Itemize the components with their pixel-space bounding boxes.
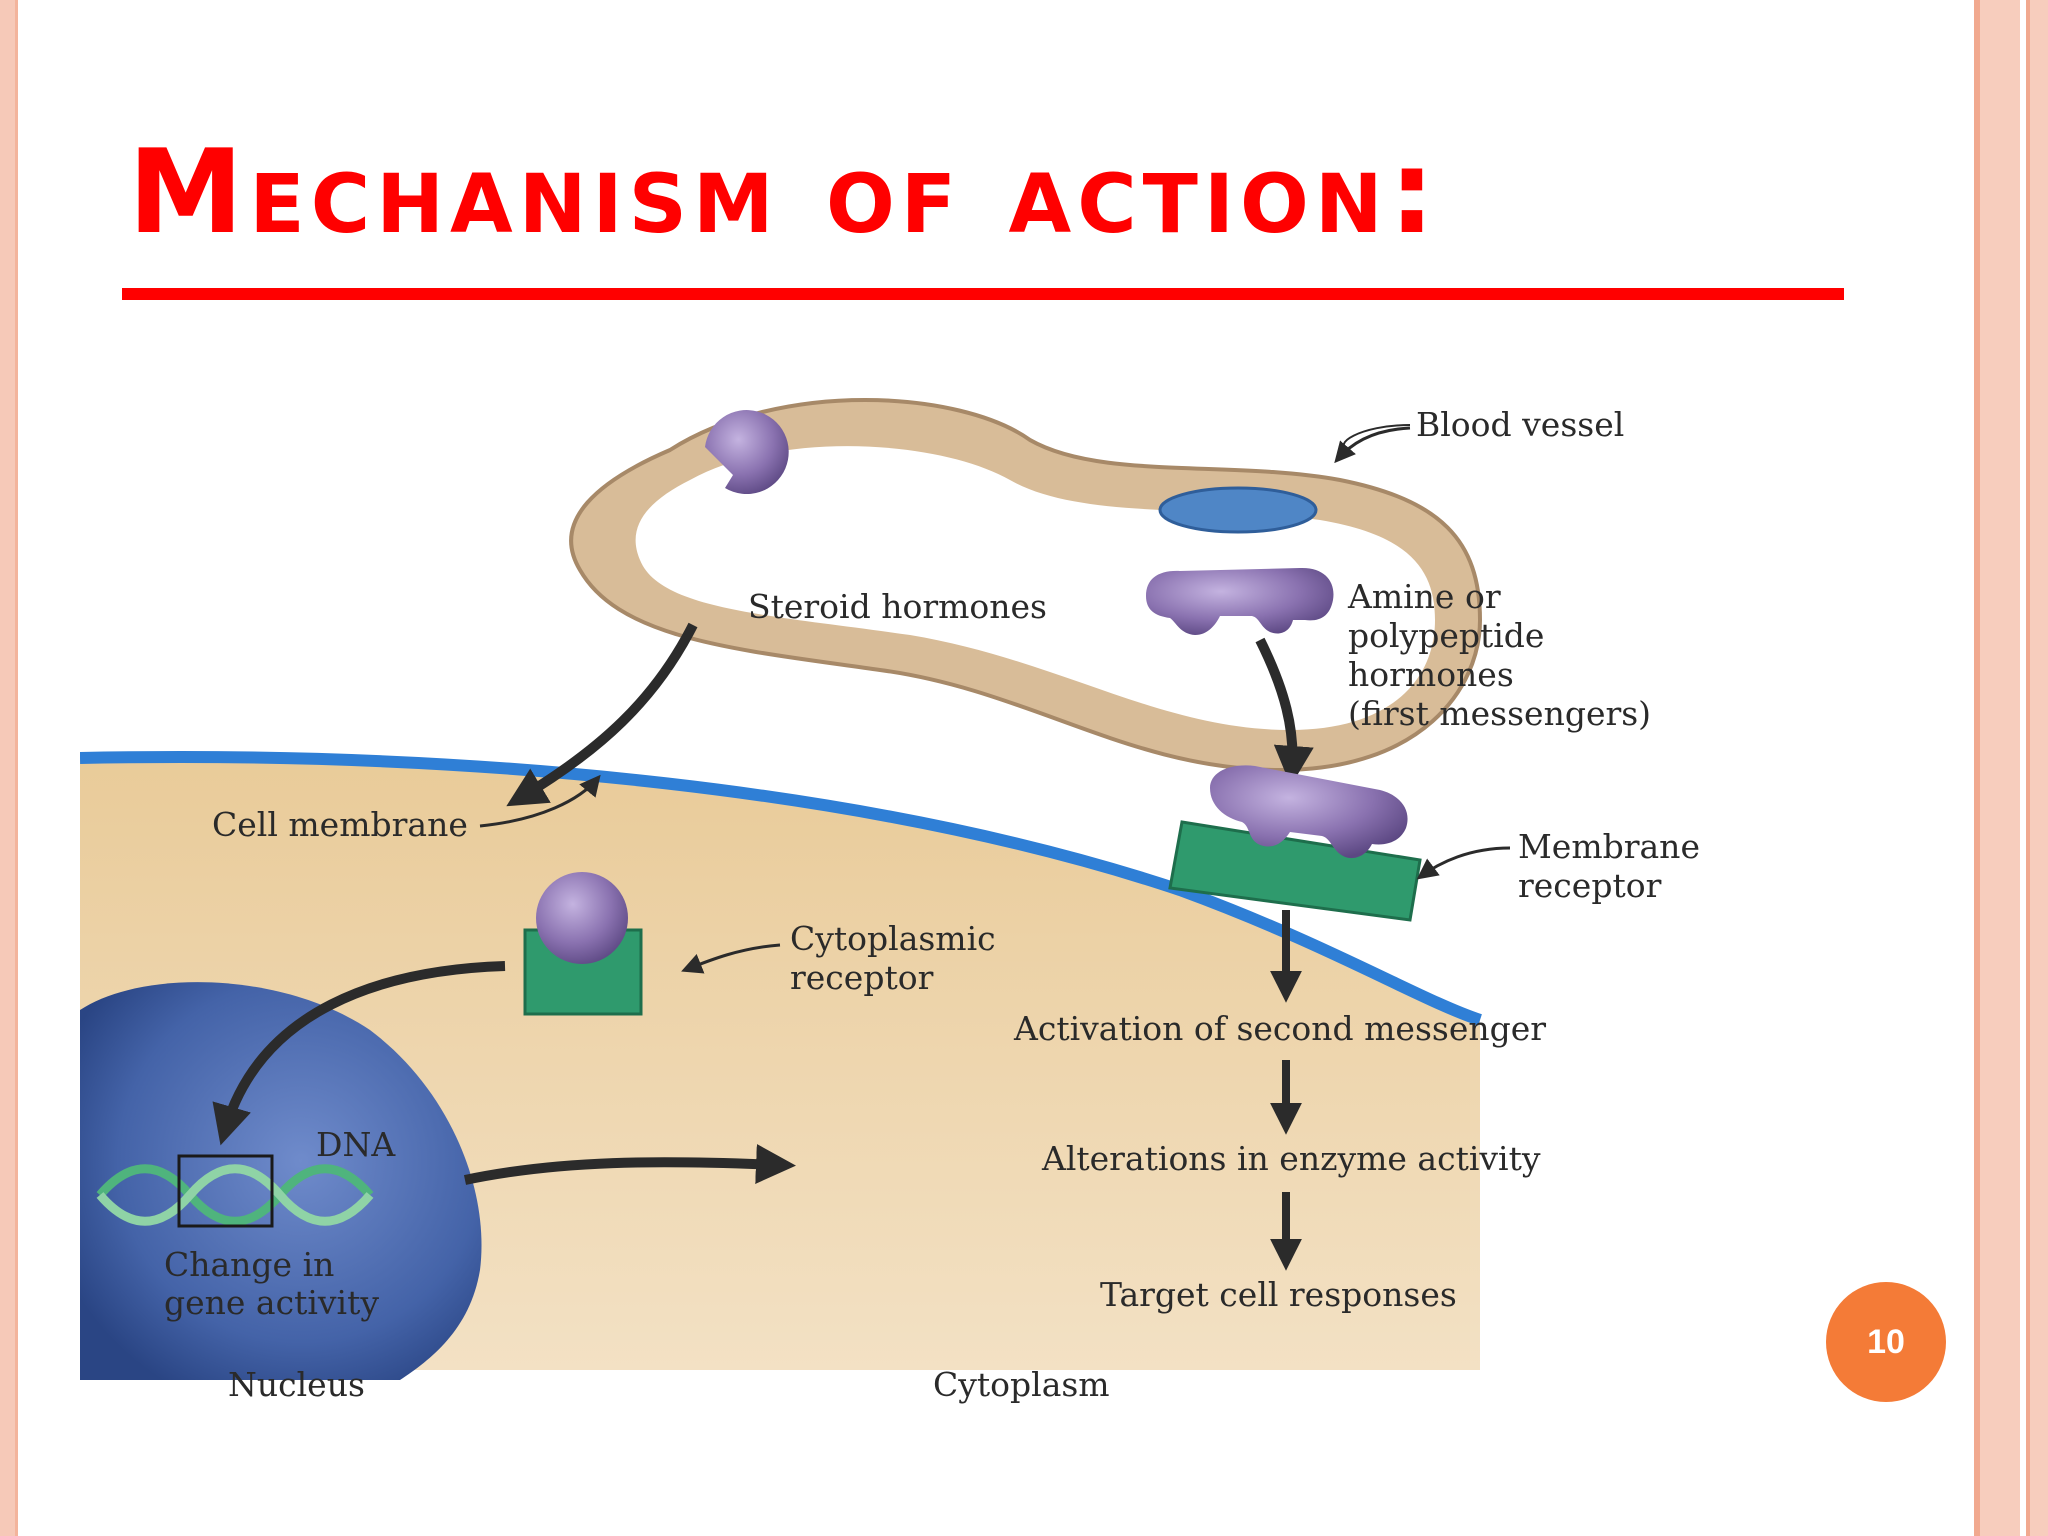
dna-helix [96, 1164, 374, 1226]
bound-amine-hormone [1210, 765, 1408, 859]
label-cytoplasm: Cytoplasm [933, 1365, 1110, 1404]
label-cytoplasmic-receptor-1: Cytoplasmic [790, 919, 996, 958]
label-nucleus: Nucleus [228, 1365, 365, 1404]
label-blood-vessel: Blood vessel [1416, 405, 1625, 444]
page-number-badge: 10 [1826, 1282, 1946, 1402]
label-change-1: Change in [164, 1245, 335, 1284]
label-activation: Activation of second messenger [1014, 1009, 1547, 1048]
steroid-arrow [506, 622, 698, 807]
label-target: Target cell responses [1100, 1275, 1457, 1314]
gene-to-enzyme-arrow [463, 1144, 796, 1185]
label-cytoplasmic-receptor-2: receptor [790, 958, 934, 997]
pointer-cytoplasmic-receptor [681, 943, 781, 974]
pointer-blood-vessel-arrow [1334, 426, 1411, 464]
label-amine-1: Amine or [1348, 577, 1501, 616]
label-amine-4: (first messengers) [1348, 694, 1652, 733]
left-border [0, 0, 18, 1536]
blood-cell [1158, 486, 1318, 534]
slide-title: Mechanism of action: [128, 125, 1442, 260]
label-alterations: Alterations in enzyme activity [1042, 1139, 1541, 1178]
amine-hormone-molecule [1146, 567, 1334, 635]
label-membrane-receptor-2: receptor [1518, 866, 1662, 905]
cell-membrane [79, 751, 1482, 1026]
label-amine-3: hormones [1348, 655, 1514, 694]
label-change-2: gene activity [164, 1283, 379, 1322]
label-membrane-receptor-1: Membrane [1518, 827, 1700, 866]
nucleus [80, 982, 482, 1380]
steroid-hormone-molecule [705, 410, 789, 495]
label-amine-2: polypeptide [1348, 616, 1545, 655]
pointer-cell-membrane [479, 774, 601, 828]
diagram-artwork [79, 398, 1511, 1380]
bound-steroid-hormone [536, 872, 628, 964]
receptor-to-dna-arrow [212, 961, 506, 1146]
label-steroid-hormones: Steroid hormones [748, 587, 1047, 626]
title-underline [122, 288, 1844, 300]
hormone-mechanism-diagram: Blood vessel Steroid hormones Amine or p… [79, 370, 1800, 1430]
amine-arrow [1255, 637, 1314, 786]
pointer-membrane-receptor [1416, 846, 1511, 880]
label-dna: DNA [316, 1125, 396, 1164]
label-cell-membrane: Cell membrane [212, 805, 468, 844]
dna-highlight-box [177, 1154, 274, 1228]
right-border [1966, 0, 2048, 1536]
